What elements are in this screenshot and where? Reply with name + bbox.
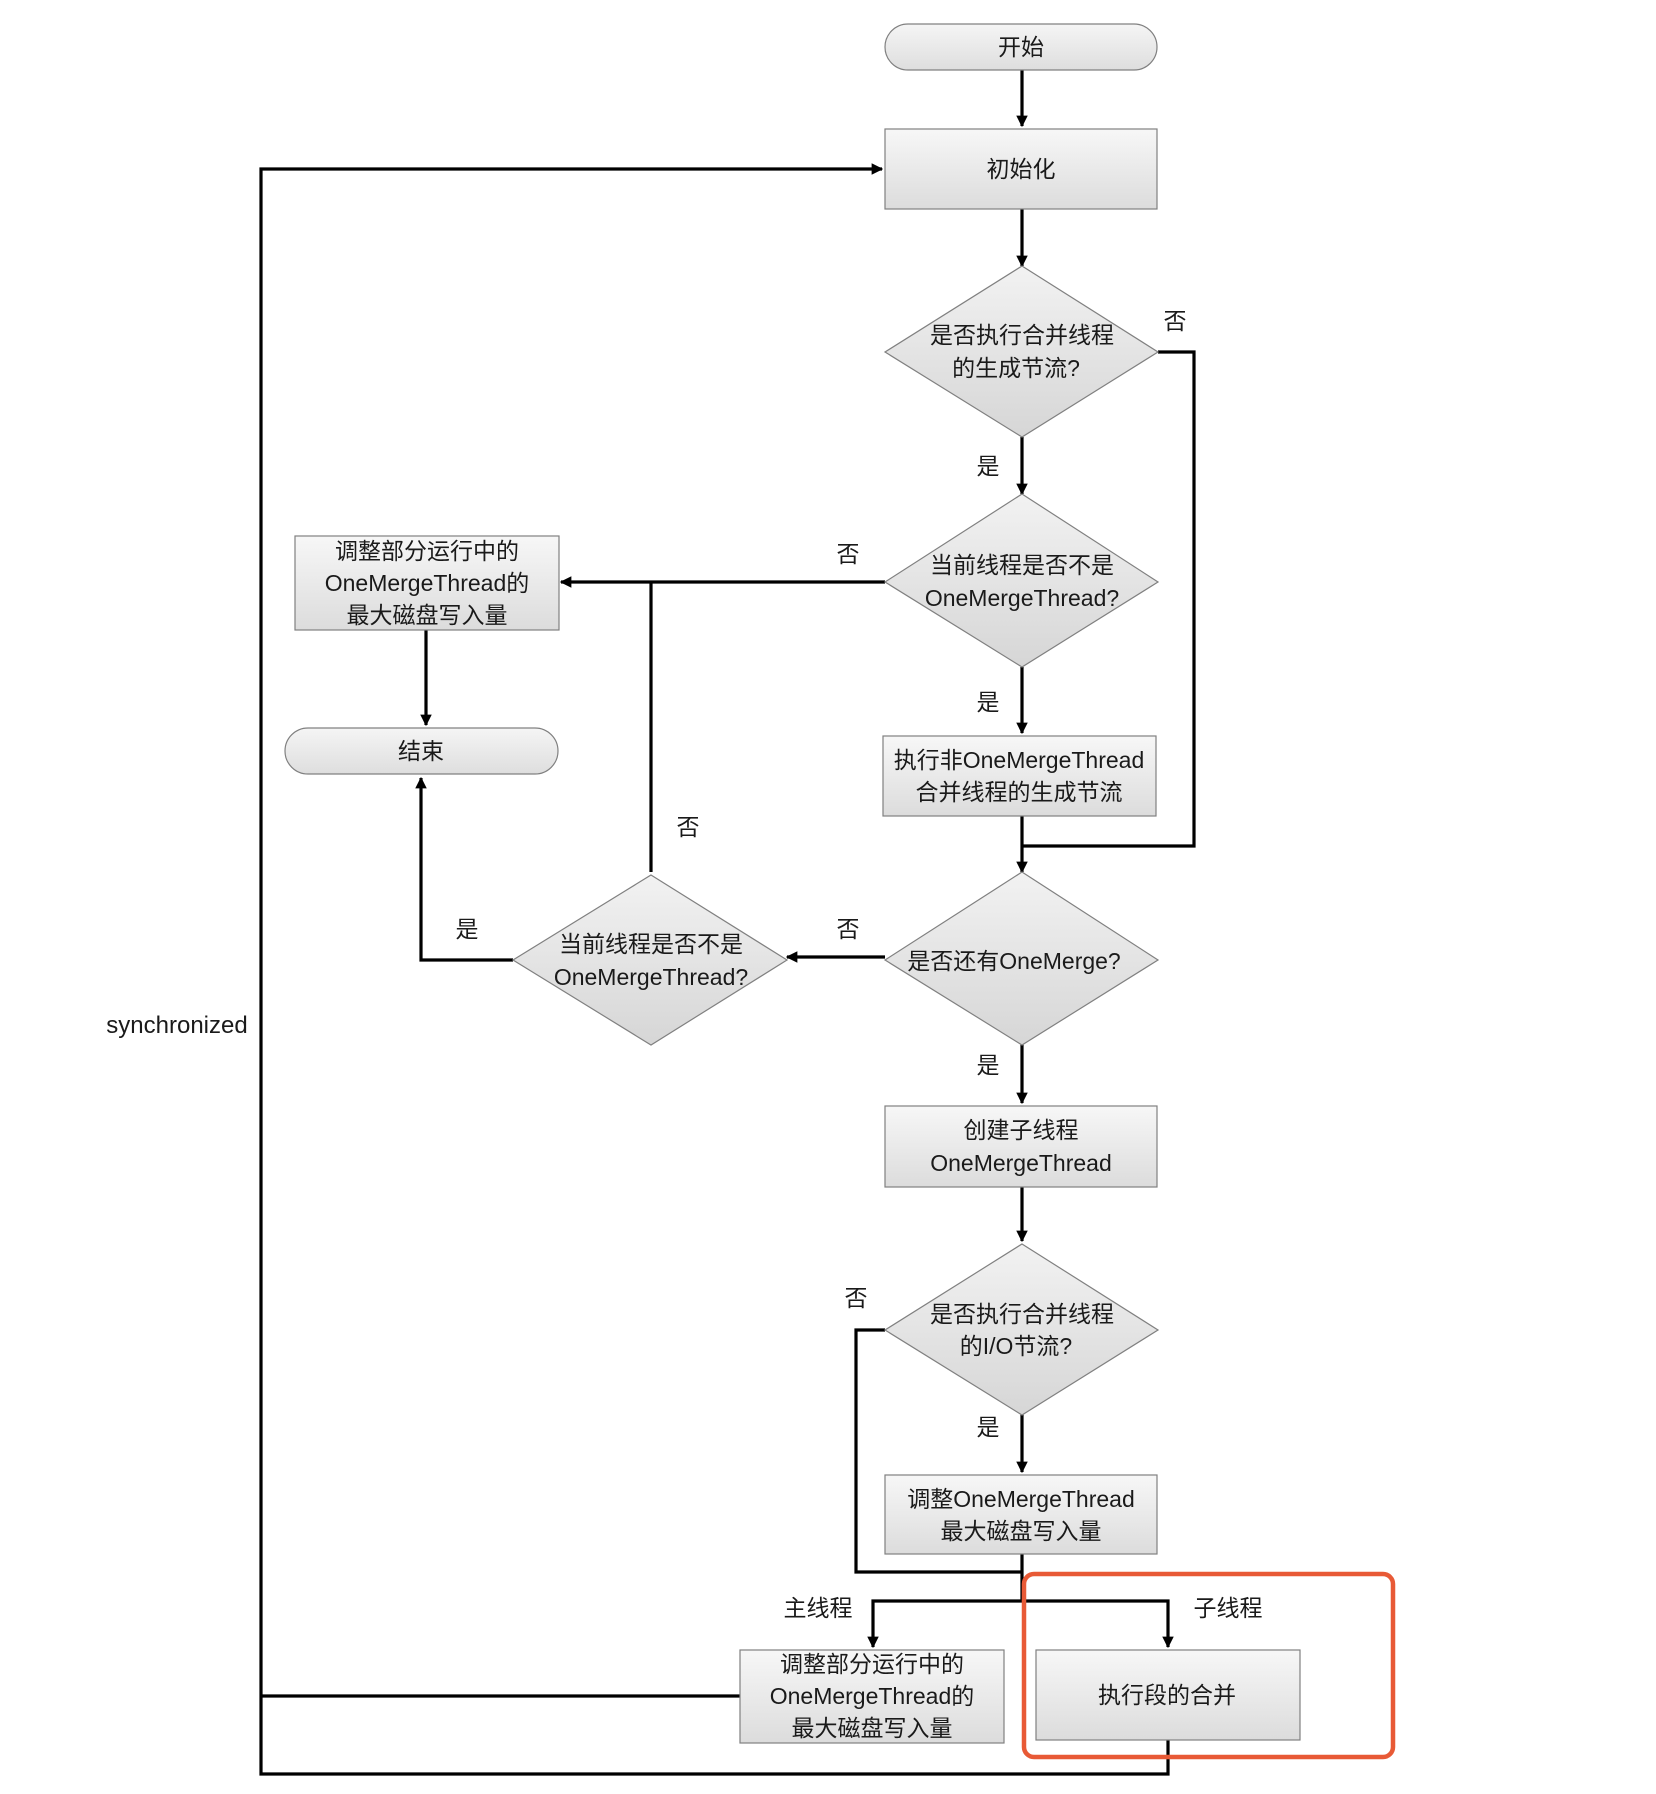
adjust-running-process: 调整部分运行中的 OneMergeThread的 最大磁盘写入量 [294, 535, 560, 631]
adjust-running-2-line-3: 最大磁盘写入量 [792, 1715, 953, 1741]
edge-labels: 否 是 否 是 否 否 是 是 否 是 主线程 子线程 synchronized [106, 308, 1262, 1621]
edge-split-child-thread [1022, 1599, 1174, 1649]
edge-throttle-no [1022, 350, 1196, 848]
throttle-decision-line-2: 的生成节流? [952, 355, 1080, 381]
adjust-running-process-2: 调整部分运行中的 OneMergeThread的 最大磁盘写入量 [739, 1649, 1005, 1744]
label-not-omt-2-yes: 是 [456, 916, 479, 942]
label-has-merge-no: 否 [837, 916, 860, 942]
init-process: 初始化 [884, 128, 1158, 210]
io-decision-line-1: 是否执行合并线程 [930, 1301, 1114, 1327]
end-label: 结束 [398, 738, 444, 764]
adjust-running-line-3: 最大磁盘写入量 [347, 602, 508, 628]
synchronized-label: synchronized [106, 1012, 247, 1039]
label-not-omt-2-no: 否 [677, 814, 700, 840]
throttle-gen-line-2: 合并线程的生成节流 [916, 779, 1123, 805]
nodes: 开始 初始化 是否执行合并线程 的生成节流? 当前线程是否不是 OneMerge… [284, 23, 1301, 1744]
io-decision-line-2: 的I/O节流? [960, 1333, 1072, 1359]
do-merge-process: 执行段的合并 [1035, 1649, 1301, 1741]
label-has-merge-yes: 是 [977, 1052, 1000, 1078]
has-merge-decision: 是否还有OneMerge? [883, 871, 1160, 1046]
label-io-yes: 是 [977, 1414, 1000, 1440]
child-thread-highlight [1021, 1571, 1396, 1760]
edge-split-main-thread [867, 1599, 1022, 1649]
edge-child-loop [259, 163, 1170, 1776]
create-thread-line-1: 创建子线程 [964, 1117, 1079, 1143]
throttle-gen-process: 执行非OneMergeThread 合并线程的生成节流 [882, 735, 1157, 817]
throttle-gen-line-1: 执行非OneMergeThread [894, 747, 1145, 773]
label-io-no: 否 [845, 1285, 868, 1311]
edge-io-no [854, 1328, 1022, 1574]
label-throttle-yes: 是 [977, 453, 1000, 479]
init-label: 初始化 [987, 156, 1056, 182]
start-label: 开始 [998, 34, 1044, 60]
has-merge-label: 是否还有OneMerge? [907, 948, 1120, 974]
adjust-running-line-2: OneMergeThread的 [325, 570, 530, 596]
throttle-decision: 是否执行合并线程 的生成节流? [883, 265, 1160, 438]
start-terminal: 开始 [884, 23, 1158, 71]
not-omt-decision-2-line-2: OneMergeThread? [554, 964, 748, 990]
adjust-running-2-line-2: OneMergeThread的 [770, 1683, 975, 1709]
not-omt-decision-1-line-1: 当前线程是否不是 [930, 552, 1114, 578]
do-merge-label: 执行段的合并 [1098, 1682, 1236, 1708]
create-thread-line-2: OneMergeThread [930, 1150, 1112, 1176]
io-throttle-decision: 是否执行合并线程 的I/O节流? [883, 1243, 1160, 1416]
edges [259, 70, 1196, 1776]
adjust-omt-line-2: 最大磁盘写入量 [941, 1518, 1102, 1544]
throttle-decision-line-1: 是否执行合并线程 [930, 322, 1114, 348]
label-not-omt-1-no: 否 [837, 541, 860, 567]
adjust-running-2-line-1: 调整部分运行中的 [780, 1651, 964, 1677]
end-terminal: 结束 [284, 727, 559, 775]
adjust-omt-line-1: 调整OneMergeThread [907, 1486, 1135, 1512]
not-omt-decision-2-line-1: 当前线程是否不是 [559, 931, 743, 957]
label-not-omt-1-yes: 是 [977, 689, 1000, 715]
label-child-thread: 子线程 [1194, 1595, 1263, 1621]
not-omt-decision-1-line-2: OneMergeThread? [925, 585, 1119, 611]
adjust-omt-process: 调整OneMergeThread 最大磁盘写入量 [884, 1474, 1158, 1555]
label-main-thread: 主线程 [784, 1595, 853, 1621]
edge-not-omt-2-yes [415, 776, 513, 962]
not-omt-decision-1: 当前线程是否不是 OneMergeThread? [883, 493, 1160, 668]
not-omt-decision-2: 当前线程是否不是 OneMergeThread? [511, 874, 789, 1046]
create-thread-process: 创建子线程 OneMergeThread [884, 1105, 1158, 1188]
adjust-running-line-1: 调整部分运行中的 [335, 538, 519, 564]
label-throttle-no: 否 [1164, 308, 1187, 334]
